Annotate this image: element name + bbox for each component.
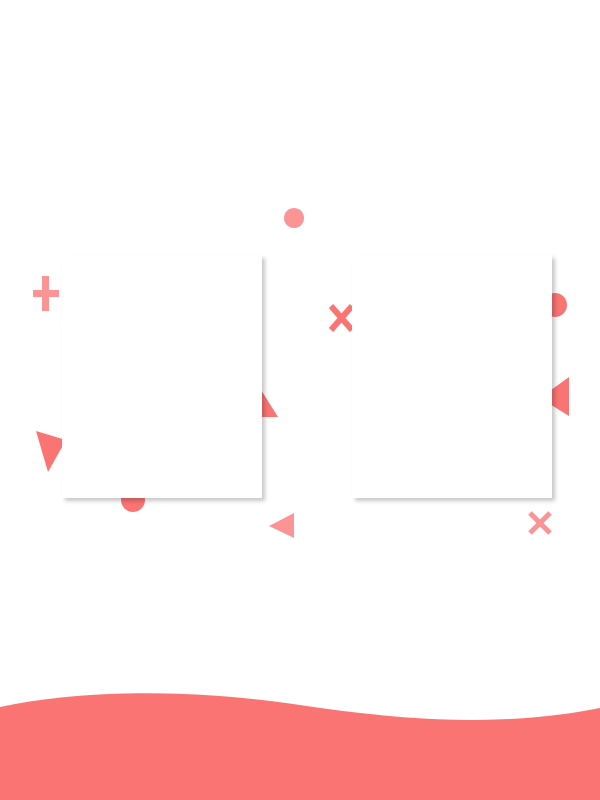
right-card [352, 255, 552, 498]
cross-icon [328, 304, 355, 332]
circle-icon [284, 208, 304, 228]
triangle-icon [269, 513, 294, 538]
triangle-icon [36, 431, 66, 472]
cross-icon [528, 511, 552, 535]
plus-icon [33, 276, 59, 311]
left-card [62, 255, 262, 498]
wave-shape [0, 693, 600, 800]
triangle-icon [540, 377, 569, 416]
